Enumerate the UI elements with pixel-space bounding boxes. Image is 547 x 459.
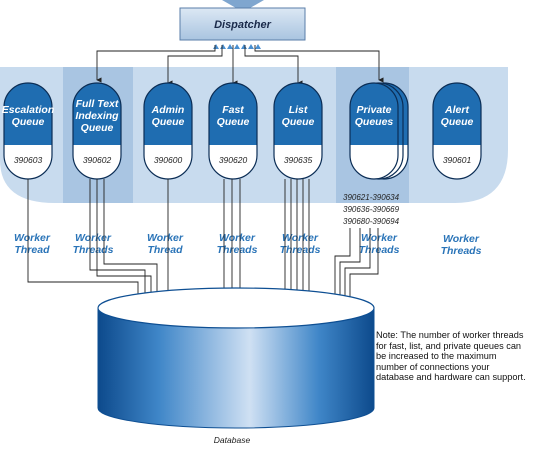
thread-wires [27,179,379,307]
private-range-2: 390636-390669 [343,205,400,214]
worker-label-group: WorkerThreadWorkerThreadsWorkerThreadWor… [14,232,482,257]
worker-label-line: Worker [219,232,256,244]
worker-label-line: Threads [359,244,400,256]
worker-label-line: Worker [282,232,319,244]
worker-label-line: Thread [14,244,50,256]
queue-full-text-title-line: Full Text [76,98,119,110]
queue-list-title-line: Queue [282,116,315,128]
queue-full-text-number: 390602 [83,155,112,165]
thread-private-1 [334,228,351,307]
dispatcher-ports [213,44,261,49]
database-label: Database [214,435,251,445]
thread-private-2 [339,228,361,307]
thread-full-text-2 [96,179,156,307]
queue-full-text-title-line: Indexing [75,110,119,122]
queue-admin-number: 390600 [154,155,183,165]
worker-label-line: Threads [280,244,321,256]
thread-private-4 [349,228,379,307]
queue-list-number: 390635 [284,155,313,165]
worker-label-line: Worker [147,232,184,244]
worker-label-line: Worker [14,232,51,244]
worker-label-line: Threads [73,244,114,256]
queue-fast-title-line: Queue [217,116,250,128]
private-queue-ranges: 390621-390634 390636-390669 390680-39069… [343,193,400,226]
worker-label-line: Thread [147,244,183,256]
dispatcher-wires [96,45,384,86]
queue-private-title-line: Queues [355,116,394,128]
queue-escalation-title-line: Escalation [2,104,55,116]
dispatcher-top-arrow [222,0,264,12]
queue-private-title-line: Private [356,104,391,116]
queue-alert-title-line: Alert [444,104,469,116]
queue-fast-title-line: Fast [222,104,244,116]
thread-private-3 [344,228,371,307]
queue-list-title-line: List [289,104,308,116]
thread-full-text-1 [89,179,150,307]
worker-label-line: Worker [443,233,480,245]
worker-label-line: Threads [217,244,258,256]
worker-label-line: Worker [75,232,112,244]
worker-label-line: Threads [441,245,482,257]
dispatcher-label: Dispatcher [214,19,272,31]
dispatcher-box [179,7,306,41]
queue-alert-title-line: Queue [441,116,474,128]
queue-full-text-title-line: Queue [81,122,114,134]
note-text: Note: The number of worker threads for f… [376,330,526,383]
queue-escalation-title-line: Queue [12,116,45,128]
queue-admin-title-line: Queue [152,116,185,128]
thread-escalation [27,179,143,307]
queue-alert-number: 390601 [443,155,472,165]
queue-escalation-number: 390603 [14,155,43,165]
thread-full-text-3 [103,179,162,307]
queue-fast-number: 390620 [219,155,248,165]
database-cylinder [97,287,375,429]
queue-admin-title-line: Admin [151,104,185,116]
private-range-1: 390621-390634 [343,193,400,202]
worker-label-line: Worker [361,232,398,244]
private-range-3: 390680-390694 [343,217,400,226]
